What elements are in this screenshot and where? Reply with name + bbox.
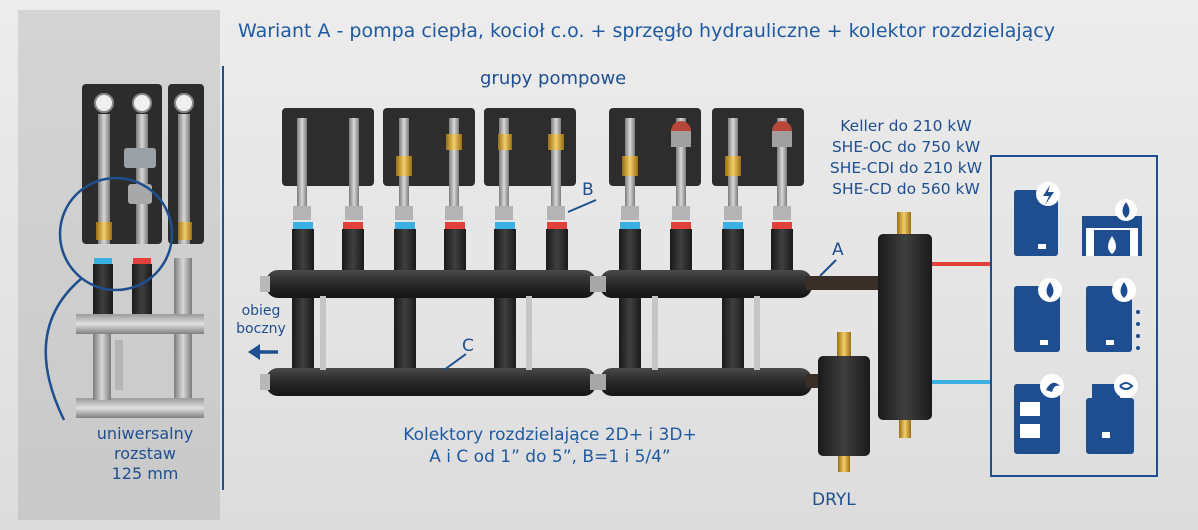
caption-line2: rozstaw (114, 444, 176, 463)
collectors-line2: A i C od 1” do 5”, B=1 i 5/4” (429, 447, 671, 467)
pump-groups-label: grupy pompowe (480, 68, 627, 89)
collectors-line1: Kolektory rozdzielające 2D+ i 3D+ (403, 425, 697, 445)
fireplace-icon (1082, 199, 1142, 256)
caption-line1: uniwersalny (96, 424, 194, 443)
collectors-caption: Kolektory rozdzielające 2D+ i 3D+ A i C … (340, 424, 760, 468)
dryl-separator (818, 332, 870, 472)
caption-line3: 125 mm (111, 464, 179, 483)
side-outlet-line1: obieg (241, 303, 281, 319)
universal-spacing-caption: uniwersalny rozstaw 125 mm (60, 424, 230, 484)
side-outlet-label: obieg boczny (229, 302, 293, 338)
gas-boiler-icon (1014, 278, 1062, 352)
label-b: B (582, 180, 594, 200)
pump-groups (282, 108, 804, 369)
label-a: A (832, 240, 844, 260)
solid-fuel-boiler-icon (1014, 374, 1064, 454)
dryl-label: DRYL (812, 490, 856, 510)
arrow-left-icon (248, 344, 278, 360)
hydraulic-separator (878, 212, 992, 438)
pellet-boiler-icon (1086, 374, 1138, 454)
spec-line: Keller do 210 kW (840, 117, 972, 135)
spec-line: SHE-CD do 560 kW (832, 180, 980, 198)
condensing-boiler-icon (1086, 278, 1140, 352)
spec-line: SHE-OC do 750 kW (831, 138, 981, 156)
vertical-divider (222, 66, 224, 490)
left-pump-group-detail (44, 84, 204, 421)
devices-grid (1014, 182, 1142, 454)
label-c: C (462, 336, 474, 356)
heat-sources-frame (990, 155, 1158, 477)
collector-manifold (260, 270, 882, 396)
separator-specs: Keller do 210 kW SHE-OC do 750 kW SHE-CD… (826, 116, 986, 200)
side-outlet-line2: boczny (236, 321, 286, 337)
spec-line: SHE-CDI do 210 kW (829, 159, 983, 177)
electric-heat-pump-icon (1014, 182, 1060, 256)
page-title: Wariant A - pompa ciepła, kocioł c.o. + … (238, 20, 1055, 42)
